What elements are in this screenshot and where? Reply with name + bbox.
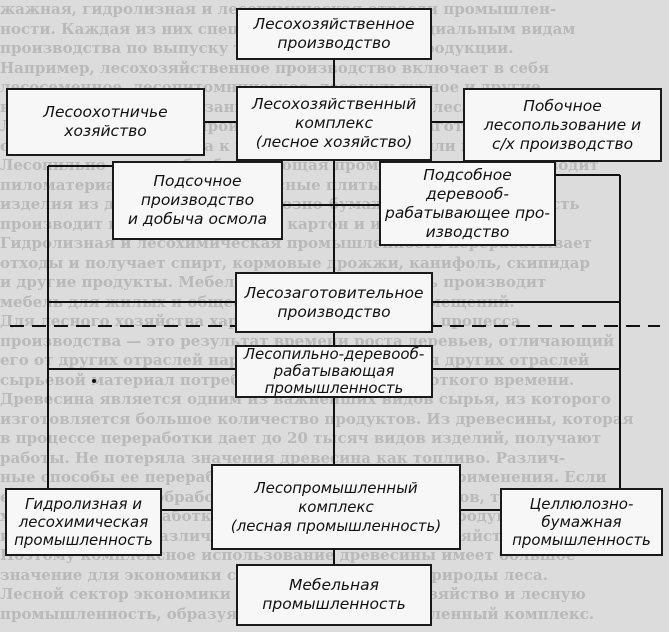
background-text-line: в процессе переработки дает до 20 тысяч … [0, 429, 602, 447]
background-text-line: изготовляется большое количество продукт… [0, 409, 634, 428]
stray-dot-mark [92, 379, 96, 383]
background-text-line: работы. Не потеряла значения древесина к… [0, 448, 566, 467]
background-text-line: отходы и получает спирт, кормовые дрожжи… [0, 253, 590, 272]
background-text-line: производства — это результат времени рос… [0, 331, 615, 350]
background-text-line: Древесина является одним из важнейших ви… [0, 390, 611, 408]
background-text-line: Например, лесохозяйственное производство… [0, 58, 550, 77]
box-auxiliary-woodworking: Подсобное деревооб-рабатывающее про-изво… [379, 161, 556, 246]
